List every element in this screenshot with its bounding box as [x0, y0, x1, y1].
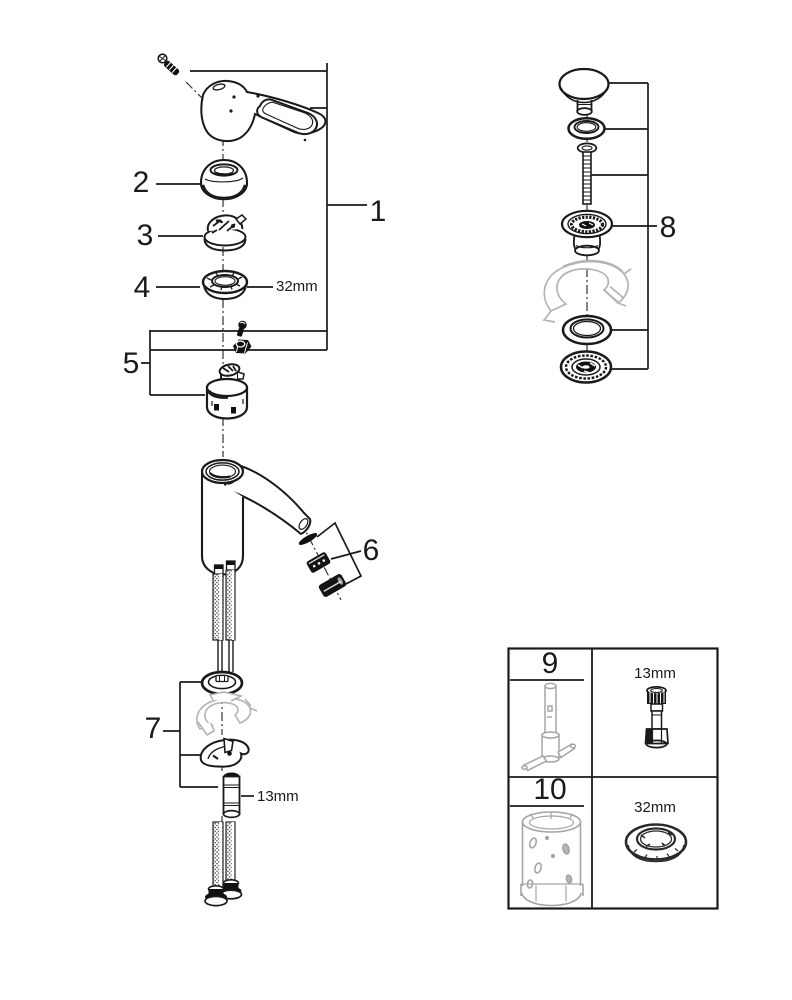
cartridge-fixing-nut [233, 339, 252, 354]
kit-label-13mm: 13mm [634, 665, 676, 682]
kit-box [507, 647, 719, 910]
retaining-clamp [199, 737, 250, 768]
supply-hoses-lower [212, 821, 236, 890]
sink-cross-section-2 [542, 259, 632, 323]
callout-8: 8 [659, 211, 677, 244]
callout-4: 4 [133, 271, 151, 304]
strainer-nut [559, 350, 613, 384]
sink-cross-section [196, 691, 258, 737]
dome-cap [199, 158, 249, 201]
drain-plug [558, 67, 610, 116]
callout-7: 7 [144, 712, 162, 745]
threaded-stud [222, 772, 241, 819]
tool-socket-13mm [644, 686, 669, 749]
drain-screw [576, 142, 598, 205]
dimension-32mm: 32mm [276, 278, 318, 295]
callout-5: 5 [122, 347, 140, 380]
faucet-body [200, 458, 312, 578]
cartridge-fixing-screw [237, 320, 247, 337]
kit-label-10: 10 [533, 773, 567, 806]
aerator-parts [298, 533, 347, 597]
mounting-nut-32mm [201, 269, 249, 301]
kit-label-32mm: 32mm [634, 799, 676, 816]
callout-6: 6 [362, 534, 380, 567]
callout-1: 1 [369, 195, 387, 228]
escutcheon-ring [200, 670, 244, 696]
tool-ring-32mm [624, 823, 688, 863]
tool-socket-wrench [521, 682, 577, 772]
drain-washer [567, 116, 606, 141]
handle-screw [157, 53, 180, 76]
callout-lines [141, 63, 657, 797]
lever-handle [200, 79, 327, 143]
supply-hoses-upper [212, 569, 236, 672]
dimension-13mm: 13mm [257, 788, 299, 805]
cartridge-retainer [203, 214, 248, 252]
callout-2: 2 [132, 166, 150, 199]
kit-label-9: 9 [541, 647, 559, 680]
drain-seal-washer [561, 314, 613, 346]
cartridge [205, 363, 249, 420]
callout-3: 3 [136, 219, 154, 252]
hose-connectors [204, 878, 243, 907]
tool-sleeve [520, 811, 584, 907]
drain-flange [560, 209, 614, 257]
